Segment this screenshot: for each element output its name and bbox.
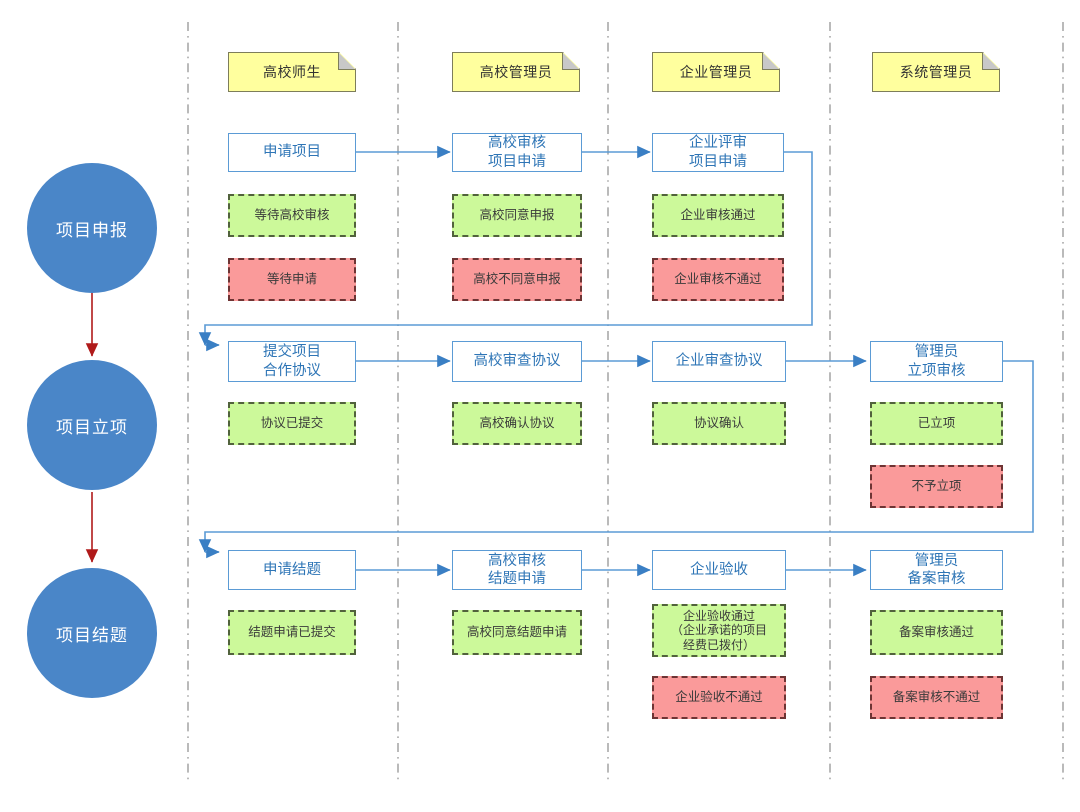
- state-company-acceptance-pass[interactable]: 企业验收通过 （企业承诺的项目 经费已拨付）: [652, 604, 786, 657]
- process-school-review-application[interactable]: 高校审核 项目申请: [452, 133, 582, 172]
- lane-header-system-admin[interactable]: 系统管理员: [872, 52, 1000, 92]
- process-apply-conclusion[interactable]: 申请结题: [228, 550, 356, 590]
- process-school-check-agreement[interactable]: 高校审查协议: [452, 341, 582, 382]
- phase-label: 项目结题: [56, 625, 128, 645]
- flow-loop-approval-to-conclusion: [198, 360, 1034, 553]
- row2-flow-group: [198, 354, 1034, 559]
- state-record-review-fail[interactable]: 备案审核不通过: [870, 676, 1003, 719]
- phase-circle-declaration[interactable]: 项目申报: [27, 163, 157, 293]
- process-admin-record-review[interactable]: 管理员 备案审核: [870, 550, 1003, 590]
- state-company-acceptance-fail[interactable]: 企业验收不通过: [652, 676, 786, 719]
- state-company-review-fail[interactable]: 企业审核不通过: [652, 258, 784, 301]
- process-school-review-conclusion[interactable]: 高校审核 结题申请: [452, 550, 582, 590]
- state-agreement-submitted[interactable]: 协议已提交: [228, 402, 356, 445]
- state-school-confirm-agreement[interactable]: 高校确认协议: [452, 402, 582, 445]
- state-agreement-confirmed[interactable]: 协议确认: [652, 402, 786, 445]
- state-school-agree-conclusion[interactable]: 高校同意结题申请: [452, 610, 582, 655]
- lane-header-teacher-student[interactable]: 高校师生: [228, 52, 356, 92]
- flow-loop-declaration-to-approval: [198, 151, 813, 346]
- state-conclusion-submitted[interactable]: 结题申请已提交: [228, 610, 356, 655]
- process-apply-project[interactable]: 申请项目: [228, 133, 356, 172]
- process-admin-approval-review[interactable]: 管理员 立项审核: [870, 341, 1003, 382]
- process-company-acceptance[interactable]: 企业验收: [652, 550, 786, 590]
- state-school-agree-declare[interactable]: 高校同意申报: [452, 194, 582, 237]
- phase-circle-approval[interactable]: 项目立项: [27, 360, 157, 490]
- lane-header-label: 系统管理员: [899, 64, 973, 80]
- lane-header-school-admin[interactable]: 高校管理员: [452, 52, 580, 92]
- state-school-disagree-declare[interactable]: 高校不同意申报: [452, 258, 582, 301]
- lane-header-label: 企业管理员: [679, 64, 753, 80]
- state-record-review-pass[interactable]: 备案审核通过: [870, 610, 1003, 655]
- phase-label: 项目申报: [56, 220, 128, 240]
- state-waiting-application[interactable]: 等待申请: [228, 258, 356, 301]
- state-approved[interactable]: 已立项: [870, 402, 1003, 445]
- lane-header-label: 高校师生: [263, 64, 321, 80]
- state-not-approved[interactable]: 不予立项: [870, 465, 1003, 508]
- state-company-review-pass[interactable]: 企业审核通过: [652, 194, 784, 237]
- process-company-check-agreement[interactable]: 企业审查协议: [652, 341, 786, 382]
- phase-circle-conclusion[interactable]: 项目结题: [27, 568, 157, 698]
- lane-header-label: 高校管理员: [479, 64, 553, 80]
- phase-label: 项目立项: [56, 417, 128, 437]
- lane-header-company-admin[interactable]: 企业管理员: [652, 52, 780, 92]
- row1-flow-group: [198, 145, 813, 352]
- process-submit-agreement[interactable]: 提交项目 合作协议: [228, 341, 356, 382]
- process-company-review-application[interactable]: 企业评审 项目申请: [652, 133, 784, 172]
- state-waiting-school-review[interactable]: 等待高校审核: [228, 194, 356, 237]
